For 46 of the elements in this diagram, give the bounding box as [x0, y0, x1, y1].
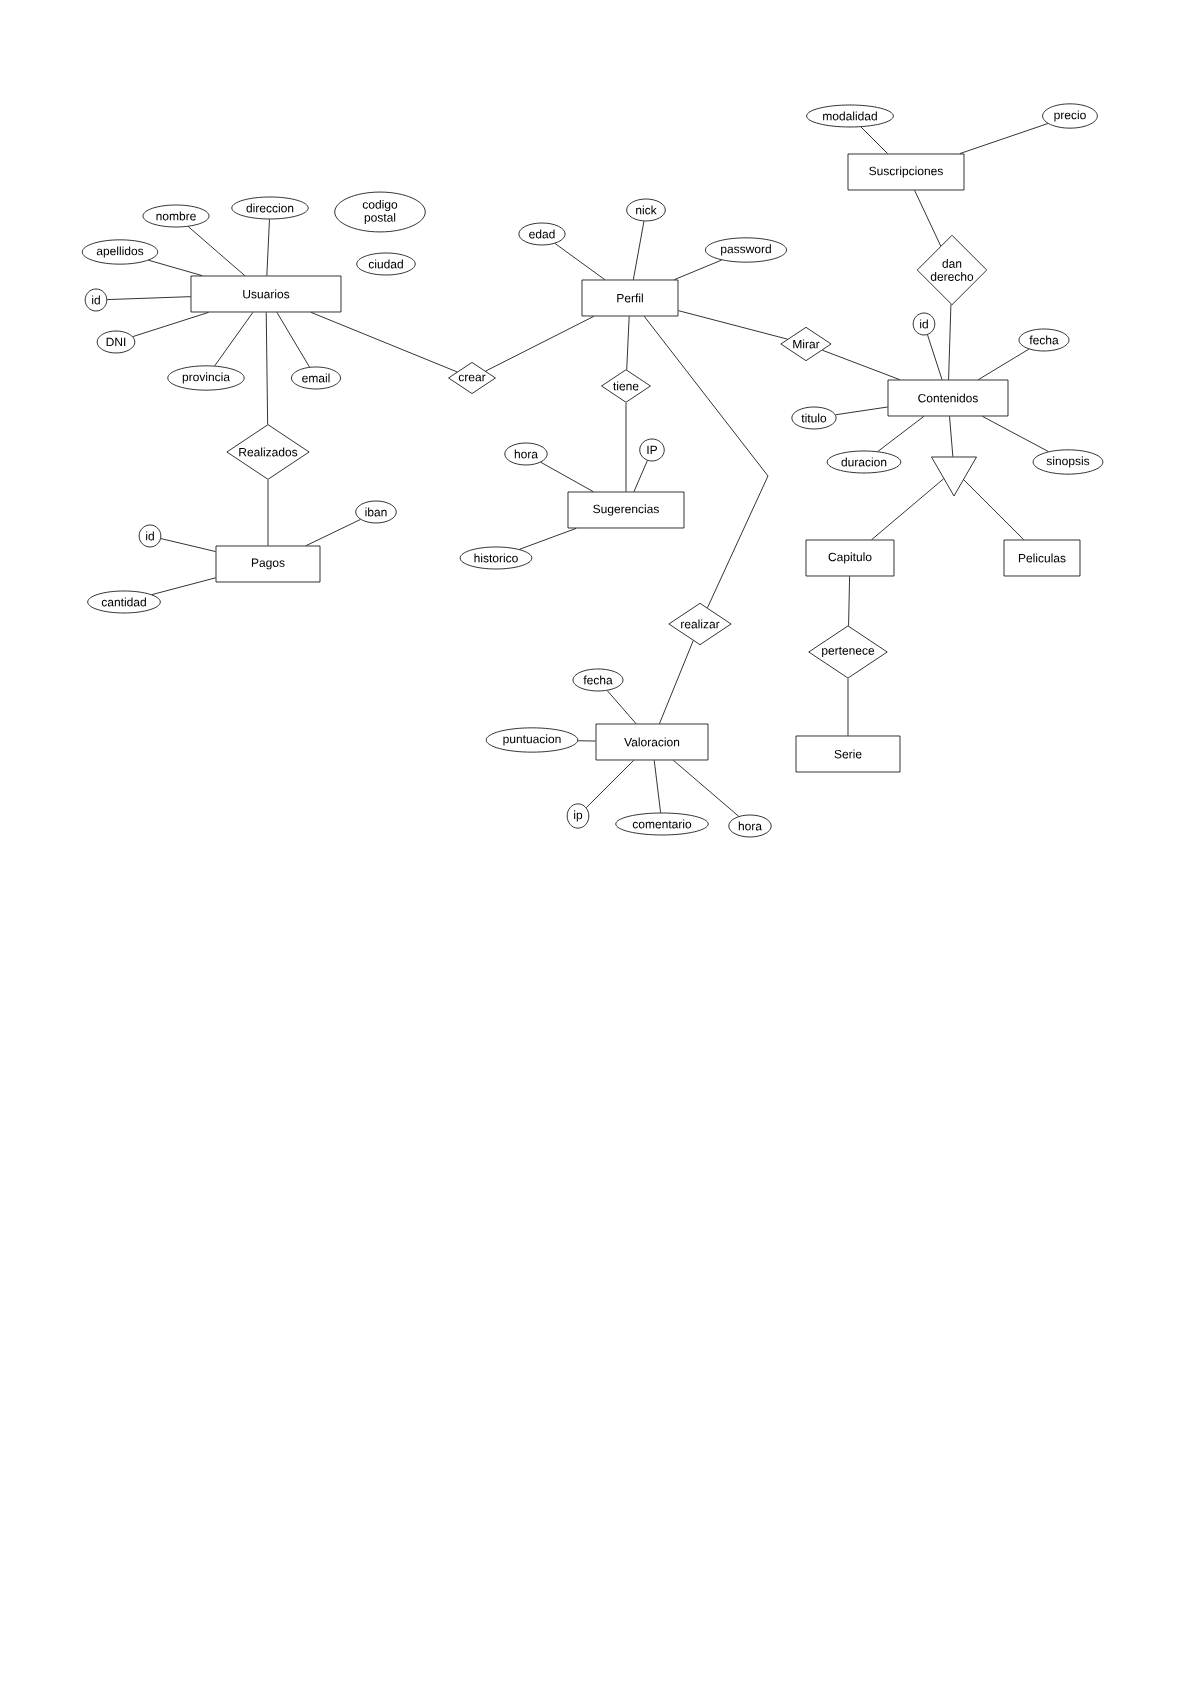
connector-line: [585, 760, 634, 808]
connector-line: [643, 316, 769, 609]
connector-line: [606, 690, 637, 724]
connector-line: [982, 416, 1049, 452]
connector-line: [877, 416, 925, 452]
connector-line: [106, 296, 191, 300]
connector-line: [151, 577, 216, 595]
connector-line: [160, 538, 216, 552]
connector-line: [519, 528, 577, 550]
connector-line: [860, 126, 888, 154]
connector-line: [673, 760, 740, 817]
connector-line: [265, 312, 269, 425]
connector-line: [632, 220, 645, 280]
connector-line: [305, 519, 361, 546]
connector-line: [540, 461, 594, 492]
connector-line: [187, 226, 246, 276]
connector-line: [554, 243, 606, 280]
connector-line: [835, 406, 888, 416]
connector-line: [871, 478, 944, 540]
connector-line: [633, 460, 648, 492]
connector-line: [678, 310, 788, 340]
connector-line: [310, 312, 458, 373]
connector-line: [577, 740, 596, 742]
connector-line: [848, 576, 850, 627]
connector-line: [659, 640, 694, 724]
connector-line: [626, 316, 630, 371]
connector-line: [266, 219, 270, 276]
connector-line: [914, 190, 942, 247]
connector-line: [948, 303, 952, 380]
connector-line: [267, 479, 269, 546]
connector-line: [214, 312, 254, 367]
connector-line: [625, 402, 627, 492]
connector-line: [927, 334, 943, 380]
connector-line: [847, 678, 849, 736]
connector-line: [485, 316, 595, 372]
connector-line: [978, 348, 1030, 380]
connector-line: [949, 416, 954, 457]
isa-triangle: [931, 456, 977, 497]
connector-line: [132, 312, 209, 337]
connector-line: [653, 760, 661, 813]
connector-line: [276, 312, 310, 368]
connector-line: [674, 259, 722, 280]
connector-line: [959, 123, 1049, 154]
connector-line: [822, 349, 900, 380]
connector-line: [148, 259, 203, 276]
connector-line: [963, 479, 1024, 540]
